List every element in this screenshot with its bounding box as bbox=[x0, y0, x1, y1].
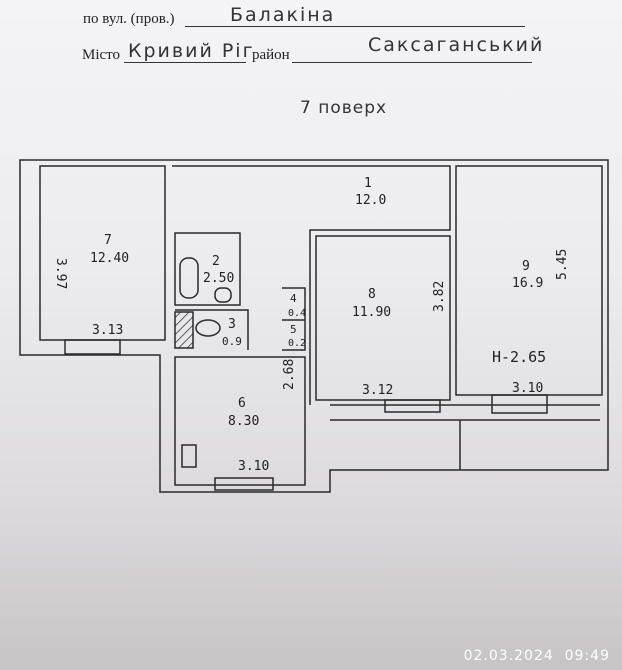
outer-wall bbox=[19, 159, 609, 493]
wall-bath bbox=[174, 232, 241, 306]
room-5-area: 0.2 bbox=[288, 338, 306, 349]
room-8-number: 8 bbox=[368, 287, 376, 302]
dim-room8-height: 3.82 bbox=[432, 281, 447, 312]
room-9-area: 16.9 bbox=[512, 276, 543, 291]
room-6-number: 6 bbox=[238, 396, 246, 411]
dim-room9-height: 5.45 bbox=[555, 249, 570, 280]
room-3-area: 0.9 bbox=[222, 335, 242, 348]
street-value: Балакіна bbox=[230, 4, 336, 26]
inner-wall-left bbox=[39, 165, 166, 341]
floor-label: 7 поверх bbox=[300, 98, 388, 118]
room-5-number: 5 bbox=[290, 323, 297, 336]
room-1-number: 1 bbox=[364, 176, 372, 191]
dim-room9-width: 3.10 bbox=[512, 381, 543, 396]
window-room9 bbox=[491, 394, 548, 414]
sink-icon bbox=[214, 287, 232, 303]
window-room6 bbox=[214, 477, 274, 491]
street-label: по вул. (пров.) bbox=[83, 11, 175, 27]
toilet-icon bbox=[195, 319, 221, 337]
district-underline bbox=[292, 62, 532, 63]
window-room8 bbox=[384, 399, 441, 413]
dim-room6-height: 2.68 bbox=[282, 359, 297, 390]
dim-room8-width: 3.12 bbox=[362, 383, 393, 398]
wall-room6 bbox=[174, 356, 306, 486]
district-label: район bbox=[252, 47, 290, 63]
stove-icon bbox=[181, 444, 197, 468]
photo-timestamp: 02.03.2024 09:49 bbox=[463, 648, 610, 664]
room-1-area: 12.0 bbox=[355, 193, 386, 208]
district-value: Саксаганський bbox=[368, 34, 545, 56]
dim-room7-height: 3.97 bbox=[53, 258, 68, 289]
wall-wc bbox=[175, 309, 249, 350]
ceiling-height: H-2.65 bbox=[492, 348, 546, 366]
room-7-area: 12.40 bbox=[90, 251, 129, 266]
wall-room9 bbox=[455, 165, 603, 396]
room-2-number: 2 bbox=[212, 254, 220, 269]
room-3-number: 3 bbox=[228, 317, 236, 332]
room-2-area: 2.50 bbox=[203, 271, 234, 286]
room-7-number: 7 bbox=[104, 233, 112, 248]
balcony bbox=[330, 404, 600, 470]
dim-room6-width: 3.10 bbox=[238, 459, 269, 474]
city-label: Місто bbox=[82, 47, 121, 63]
window-room7 bbox=[64, 339, 121, 355]
city-value: Кривий Ріг bbox=[128, 40, 255, 62]
room-4-area: 0.4 bbox=[288, 308, 306, 319]
room-4-number: 4 bbox=[290, 292, 297, 305]
bathtub-icon bbox=[179, 257, 199, 299]
room-9-number: 9 bbox=[522, 259, 530, 274]
street-underline bbox=[185, 26, 525, 27]
wall-corridor bbox=[172, 165, 451, 405]
room-8-area: 11.90 bbox=[352, 305, 391, 320]
ventshaft-icon bbox=[174, 311, 194, 349]
wall-room8 bbox=[315, 235, 451, 401]
wall-closets bbox=[282, 287, 306, 351]
room-6-area: 8.30 bbox=[228, 414, 259, 429]
city-underline bbox=[124, 62, 246, 63]
dim-room7-width: 3.13 bbox=[92, 323, 123, 338]
